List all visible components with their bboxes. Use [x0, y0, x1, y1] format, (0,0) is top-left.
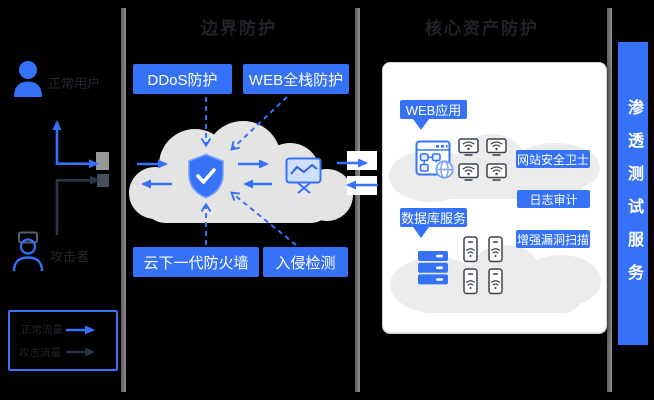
- website-guard-label: 网站安全卫士: [516, 150, 590, 168]
- web-app-tag-pointer: [413, 119, 429, 130]
- monitor-wifi-icon: [486, 138, 507, 156]
- shield-check-icon: [188, 153, 224, 199]
- legend-normal-label: 正常流量: [21, 324, 63, 336]
- divider-middle: [355, 8, 360, 392]
- monitor-wifi-icon: [486, 163, 507, 181]
- db-service-tag-pointer: [413, 227, 429, 238]
- host-wifi-icon: [488, 268, 503, 295]
- ddos-protection-label: DDoS防护: [133, 64, 232, 94]
- penetration-test-service-text: 渗透测试服务: [625, 98, 642, 297]
- host-wifi-icon: [463, 268, 478, 295]
- normal-traffic-arrow: [52, 120, 99, 169]
- attacker-label: 攻击者: [50, 249, 90, 264]
- web-fullstack-protection-label: WEB全栈防护: [243, 64, 349, 94]
- divider-right: [607, 8, 612, 392]
- presentation-chart-icon: [285, 157, 322, 194]
- legend-attack-label: 攻击流量: [19, 347, 61, 359]
- vuln-scan-label: 增强漏洞扫描: [516, 230, 590, 248]
- hacker-icon: [12, 231, 44, 272]
- user-label: 正常用户: [48, 76, 101, 91]
- monitor-wifi-icon: [458, 163, 479, 181]
- next-gen-firewall-label: 云下一代防火墙: [133, 247, 259, 277]
- user-icon: [14, 61, 42, 97]
- core-environment-panel: WEB应用 数据库服务 网站安全卫士 日志审计 增强漏洞扫描: [382, 62, 607, 334]
- web-app-tag: WEB应用: [400, 100, 467, 119]
- db-service-tag: 数据库服务: [400, 208, 467, 227]
- zone-title-core-assets: 核心资产防护: [425, 19, 539, 38]
- host-wifi-icon: [463, 236, 478, 263]
- host-wifi-icon: [488, 236, 503, 263]
- arrow-socket: [96, 152, 109, 170]
- divider-left: [121, 8, 126, 392]
- log-audit-label: 日志审计: [517, 190, 590, 208]
- penetration-test-service-bar: 渗透测试服务: [618, 42, 648, 345]
- monitor-wifi-icon: [458, 138, 479, 156]
- arrow-socket-dark: [97, 174, 109, 187]
- server-stack-icon: [418, 251, 448, 285]
- zone-title-boundary: 边界防护: [201, 19, 277, 38]
- legend-box: 正常流量 攻击流量: [8, 310, 118, 371]
- browser-flowchart-globe-icon: [415, 140, 454, 179]
- intrusion-detection-label: 入侵检测: [263, 247, 348, 277]
- attack-traffic-arrow: [55, 175, 100, 235]
